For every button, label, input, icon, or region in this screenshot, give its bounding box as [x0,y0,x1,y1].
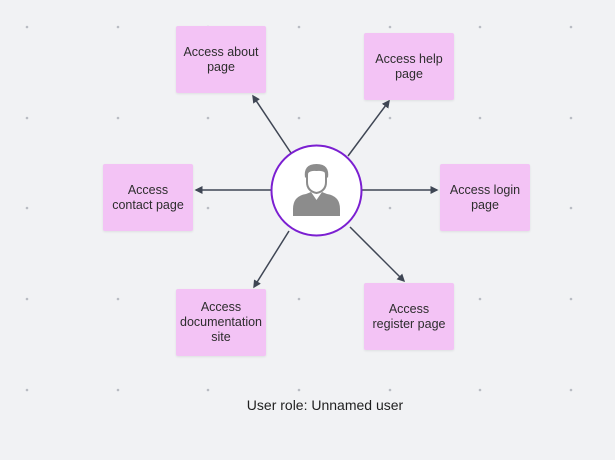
connector-arrows [194,94,439,289]
grid-dot [25,206,29,210]
grid-dot [25,116,29,120]
grid-dot [25,25,29,29]
arrow-to-documentation [253,230,290,289]
grid-dot [388,25,392,29]
grid-dot [569,206,573,210]
note-label-login: Access login page [449,182,521,212]
grid-dot [206,206,210,210]
grid-dot [478,297,482,301]
arrow-to-help [347,99,390,157]
grid-dot [206,388,210,392]
grid-dot [25,297,29,301]
note-label-help: Access help page [375,51,443,81]
grid-dot [388,116,392,120]
note-access-about-page[interactable]: Access about page [176,26,266,93]
grid-dot [388,388,392,392]
note-label-contact: Access contact page [112,182,184,212]
grid-dot [569,116,573,120]
grid-dot [297,388,301,392]
note-access-login-page[interactable]: Access login page [440,164,530,231]
grid-dot [297,116,301,120]
user-role-caption: User role: Unnamed user [246,397,404,413]
note-access-help-page[interactable]: Access help page [364,33,454,100]
user-avatar-icon [293,164,340,216]
grid-dot [116,116,120,120]
grid-dot [116,388,120,392]
note-label-about: Access about page [183,44,259,74]
grid-dot [25,388,29,392]
note-access-documentation-site[interactable]: Access documentation site [176,289,266,356]
grid-dot [206,116,210,120]
grid-dot [297,297,301,301]
arrow-to-register [349,226,406,283]
grid-dot [116,25,120,29]
grid-dot [569,388,573,392]
arrow-to-about [252,94,294,157]
note-label-documentation: Access documentation site [180,300,263,344]
grid-dot [297,25,301,29]
grid-dot [478,25,482,29]
note-access-contact-page[interactable]: Access contact page [103,164,193,231]
grid-dot [569,25,573,29]
grid-dot [569,297,573,301]
grid-dot [116,297,120,301]
user-node[interactable] [270,144,363,237]
grid-dot [388,206,392,210]
note-label-register: Access register page [372,301,446,331]
grid-dot [478,116,482,120]
grid-dot [478,388,482,392]
note-access-register-page[interactable]: Access register page [364,283,454,350]
